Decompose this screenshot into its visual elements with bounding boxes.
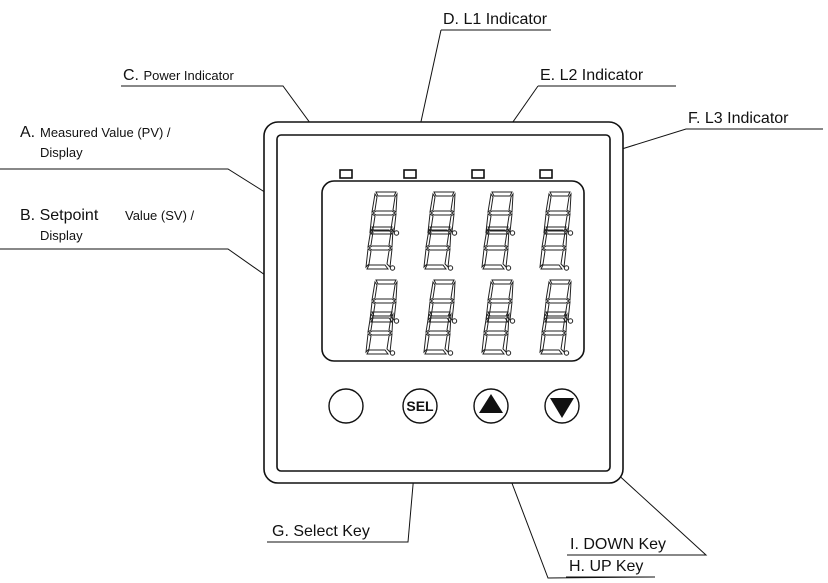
- blank-key[interactable]: [328, 388, 364, 424]
- label-power-text: Power Indicator: [143, 68, 234, 83]
- label-select-key: G. Select Key: [272, 523, 370, 540]
- label-l1-indicator: D. L1 Indicator: [443, 11, 548, 28]
- label-sv-text2: Display: [40, 228, 83, 243]
- select-key-body[interactable]: [402, 388, 438, 424]
- label-l3-indicator: F. L3 Indicator: [688, 110, 789, 127]
- select-key-label: SEL: [406, 398, 434, 414]
- label-power-prefix: C.: [123, 67, 143, 84]
- label-down-key: I. DOWN Key: [570, 536, 666, 553]
- up-key[interactable]: [473, 388, 509, 424]
- label-pv-text: Measured Value (PV) /: [40, 125, 171, 140]
- label-power-indicator: C. Power Indicator: [123, 67, 234, 84]
- label-sv-text: Value (SV) /: [125, 208, 195, 223]
- select-key[interactable]: SEL: [402, 388, 438, 424]
- label-pv-text2: Display: [40, 145, 83, 160]
- up-arrow-icon: [479, 394, 503, 413]
- down-key[interactable]: [544, 388, 580, 424]
- label-sv-display: B. Setpoint Value (SV) / Display: [20, 207, 195, 243]
- label-pv-display: A. Measured Value (PV) / Display: [20, 124, 171, 160]
- label-pv-prefix: A.: [20, 124, 35, 141]
- power-indicator-led: [339, 169, 353, 179]
- leader-up: [490, 427, 656, 579]
- down-arrow-icon: [550, 398, 574, 418]
- l1-indicator-led: [403, 169, 417, 179]
- label-up-key: H. UP Key: [569, 558, 643, 575]
- label-l2-indicator: E. L2 Indicator: [540, 67, 644, 84]
- l2-indicator-led: [471, 169, 485, 179]
- l3-indicator-led: [539, 169, 553, 179]
- label-sv-prefix: B. Setpoint: [20, 207, 99, 224]
